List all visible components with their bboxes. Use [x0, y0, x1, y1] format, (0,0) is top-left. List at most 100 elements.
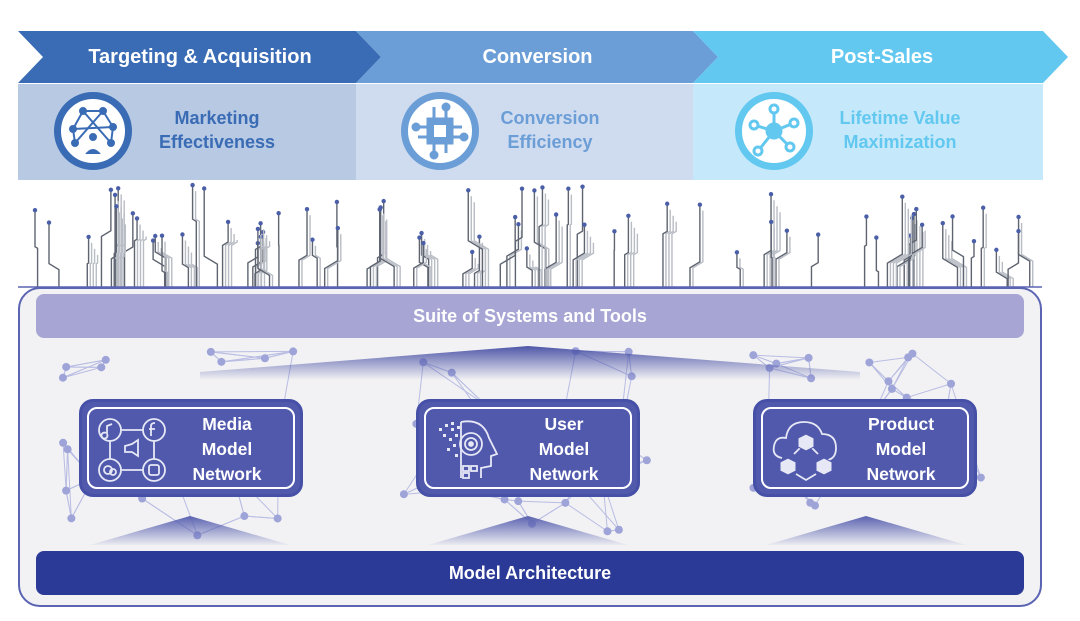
- social-media-icon: [98, 418, 166, 482]
- circuit-trace: [181, 234, 190, 287]
- mesh-edge: [65, 490, 72, 519]
- circuit-node: [258, 221, 263, 226]
- circuit-node: [225, 219, 231, 225]
- circuit-node: [130, 211, 136, 216]
- circuit-trace: [470, 196, 487, 287]
- mesh-edge: [65, 449, 69, 491]
- mesh-edge: [62, 442, 67, 491]
- circuit-trace: [113, 206, 117, 287]
- circuit-trace: [119, 218, 123, 287]
- stage-label-postsales: Post-Sales: [830, 46, 934, 68]
- circuit-node: [874, 235, 879, 240]
- circuit-trace: [970, 241, 975, 287]
- circuit-trace: [998, 255, 1011, 287]
- mesh-edge: [906, 383, 952, 399]
- mesh-node: [206, 347, 215, 356]
- circuit-trace: [547, 220, 560, 287]
- circuit-trace: [190, 252, 199, 287]
- circuit-trace: [945, 229, 962, 287]
- mesh-edge: [221, 350, 294, 363]
- circuit-trace: [323, 228, 339, 287]
- circuit-node: [335, 225, 340, 231]
- circuit-node: [419, 230, 424, 236]
- circuit-node: [911, 211, 917, 217]
- circuit-trace: [889, 202, 907, 287]
- circuit-trace: [951, 216, 965, 287]
- mesh-node: [273, 514, 282, 523]
- circuit-node: [86, 234, 91, 240]
- circuit-node: [334, 199, 340, 205]
- circuit-trace: [418, 237, 429, 287]
- circuit-trace: [875, 237, 880, 287]
- circuit-trace: [581, 242, 595, 287]
- circuit-node: [900, 194, 905, 199]
- circuit-node: [512, 214, 518, 220]
- mesh-node: [514, 497, 523, 506]
- circuit-trace: [895, 214, 913, 287]
- model-box-border: [761, 407, 969, 489]
- mesh-node: [289, 347, 298, 356]
- circuit-trace: [157, 241, 170, 287]
- circuit-node: [914, 206, 919, 212]
- model-label-line: Media: [202, 414, 252, 434]
- panel-title-line: Marketing: [174, 108, 260, 128]
- circuit-trace: [372, 213, 385, 287]
- circuit-trace: [86, 236, 90, 287]
- mesh-node: [642, 456, 651, 465]
- circuit-trace: [260, 234, 274, 287]
- circuit-node: [180, 232, 185, 237]
- mesh-edge: [518, 500, 566, 504]
- mesh-node: [58, 373, 67, 382]
- circuit-trace: [416, 249, 428, 287]
- bottom-pyramid-shape: [428, 516, 628, 545]
- circuit-trace: [154, 235, 167, 287]
- product-model-network-box: Product Model Network: [753, 399, 977, 497]
- mesh-edge: [264, 350, 294, 359]
- circuit-trace: [566, 188, 570, 287]
- circuit-trace: [980, 207, 984, 287]
- bottom-pyramid-shape: [90, 516, 290, 545]
- circuit-trace: [1017, 216, 1031, 287]
- mesh-node: [500, 495, 509, 504]
- circuit-trace: [892, 208, 910, 287]
- circuit-trace: [379, 209, 395, 287]
- circuit-trace: [301, 215, 311, 287]
- circuit-node: [532, 188, 537, 193]
- circuit-trace: [538, 187, 544, 287]
- circuit-node: [516, 222, 521, 227]
- circuit-trace: [773, 227, 776, 287]
- ai-head-icon: [439, 420, 499, 479]
- mesh-node: [947, 379, 956, 388]
- mesh-node: [101, 355, 110, 364]
- circuit-trace: [311, 239, 318, 287]
- mesh-node: [904, 353, 913, 362]
- model-label-user: User Model Network: [509, 412, 619, 487]
- mesh-node: [217, 357, 226, 366]
- circuit-trace: [951, 241, 968, 287]
- circuit-trace: [257, 242, 265, 287]
- circuit-trace: [572, 224, 586, 287]
- mesh-node: [614, 525, 623, 534]
- cloud-cubes-icon: [772, 421, 837, 482]
- circuit-trace: [569, 194, 573, 287]
- circuit-trace: [627, 221, 633, 287]
- circuit-node: [153, 233, 158, 239]
- panel-title-line: Effectiveness: [158, 132, 276, 152]
- circuit-trace: [624, 215, 630, 287]
- circuit-trace: [369, 207, 382, 287]
- circuit-trace: [194, 191, 201, 287]
- circuit-node: [477, 234, 482, 239]
- hub-nodes-icon: [735, 92, 813, 170]
- circuit-trace: [544, 199, 550, 287]
- circuit-node: [582, 222, 587, 227]
- mesh-node: [603, 527, 612, 536]
- panel-title-marketing: Marketing Effectiveness: [132, 106, 302, 154]
- mesh-edge: [244, 515, 278, 519]
- mesh-edge: [888, 380, 908, 398]
- circuit-node: [940, 220, 945, 226]
- panel-title-line: Lifetime Value: [839, 108, 961, 128]
- circuit-traces-decoration: [18, 182, 1042, 288]
- circuit-trace: [576, 186, 584, 287]
- circuit-trace: [133, 218, 138, 287]
- circuit-trace: [161, 235, 166, 287]
